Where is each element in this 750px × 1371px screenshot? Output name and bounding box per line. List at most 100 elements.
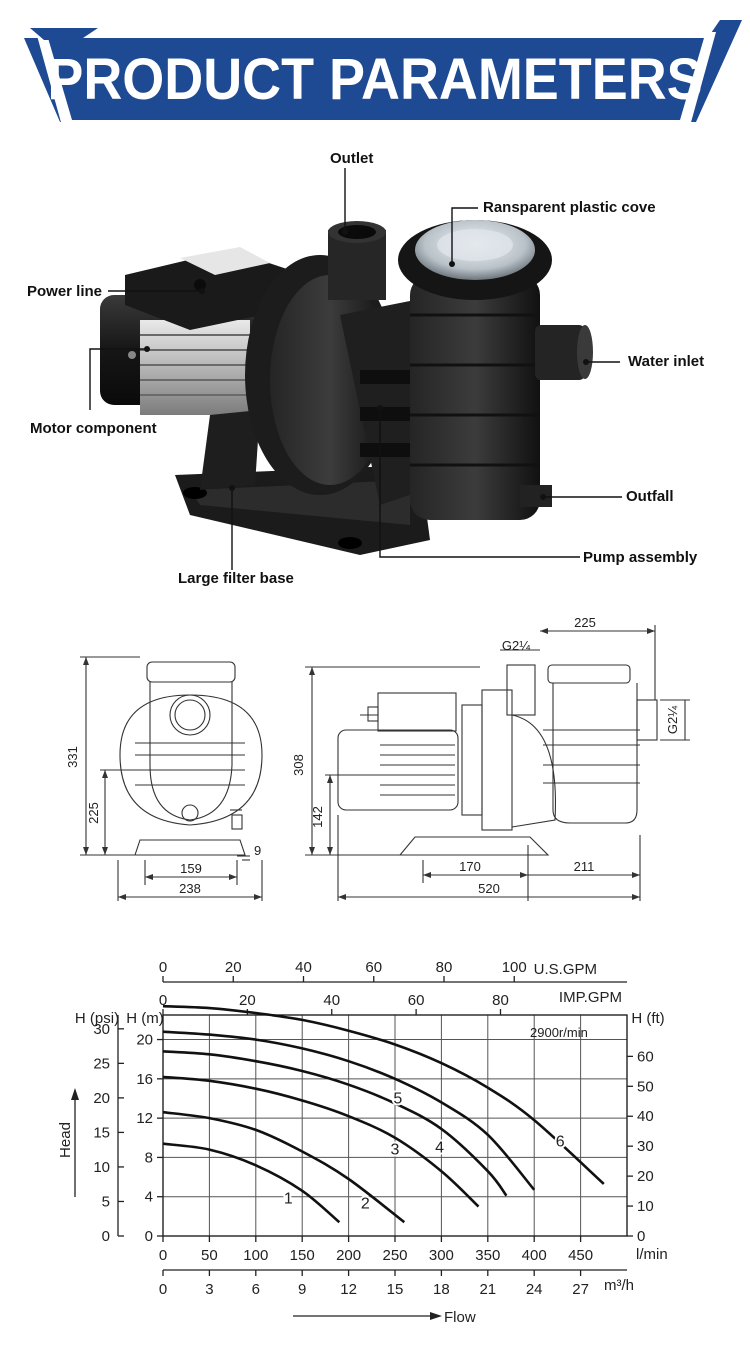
tick-label-psi: 5 xyxy=(102,1193,110,1210)
tick-label-m3h: 27 xyxy=(572,1281,589,1298)
series-label-5: 5 xyxy=(393,1091,402,1108)
tick-label-usgpm: 0 xyxy=(159,959,167,976)
pump-image xyxy=(100,220,593,555)
chart-series xyxy=(162,1004,605,1224)
series-curve-5 xyxy=(162,1030,536,1191)
speed-annotation: 2900r/min xyxy=(530,1025,588,1040)
flow-arrow-icon xyxy=(430,1312,442,1320)
tick-label-m: 4 xyxy=(145,1189,153,1206)
tick-label-m: 0 xyxy=(145,1228,153,1245)
tick-label-impgpm: 60 xyxy=(408,992,425,1009)
dim-side-thread-top: G2¼ xyxy=(502,638,530,653)
tick-label-m3h: 6 xyxy=(252,1281,260,1298)
dim-side-height: 308 xyxy=(291,754,306,776)
chart-grid xyxy=(163,1015,627,1236)
tick-label-ft: 10 xyxy=(637,1198,654,1215)
dim-side-height-axis: 142 xyxy=(310,806,325,828)
tick-label-lmin: 200 xyxy=(336,1247,361,1264)
banner-title: PRODUCT PARAMETERS xyxy=(47,47,703,112)
tick-label-m3h: 15 xyxy=(387,1281,404,1298)
y-unit-psi: H (psi) xyxy=(75,1010,119,1027)
series-label-3: 3 xyxy=(391,1142,400,1159)
tick-label-m: 20 xyxy=(136,1032,153,1049)
banner-shape xyxy=(24,20,742,126)
callout-outlet: Outlet xyxy=(330,150,374,167)
x-axis-label: Flow xyxy=(444,1309,476,1326)
tick-label-ft: 30 xyxy=(637,1138,654,1155)
series-label-4: 4 xyxy=(435,1140,444,1157)
tick-label-impgpm: 20 xyxy=(239,992,256,1009)
tick-label-lmin: 0 xyxy=(159,1247,167,1264)
tick-label-impgpm: 40 xyxy=(323,992,340,1009)
tick-label-lmin: 400 xyxy=(522,1247,547,1264)
tick-label-ft: 50 xyxy=(637,1078,654,1095)
tick-label-lmin: 50 xyxy=(201,1247,218,1264)
dimension-drawing: 331 225 159 238 9 xyxy=(0,605,750,915)
tick-label-lmin: 150 xyxy=(290,1247,315,1264)
dim-front-width-total: 238 xyxy=(179,881,201,896)
product-illustration xyxy=(0,145,750,600)
series-label-1: 1 xyxy=(284,1191,293,1208)
tick-label-usgpm: 20 xyxy=(225,959,242,976)
tick-label-m3h: 9 xyxy=(298,1281,306,1298)
series-curve-6 xyxy=(162,1004,605,1185)
tick-label-psi: 10 xyxy=(93,1159,110,1176)
tick-label-ft: 20 xyxy=(637,1168,654,1185)
callout-outfall: Outfall xyxy=(626,488,674,505)
tick-label-usgpm: 80 xyxy=(436,959,453,976)
tick-label-psi: 0 xyxy=(102,1228,110,1245)
callout-motor: Motor component xyxy=(30,420,157,437)
chart-axes xyxy=(117,976,633,1276)
tick-label-m: 12 xyxy=(136,1110,153,1127)
y-axis-label: Head xyxy=(57,1122,74,1158)
head-arrow-icon xyxy=(71,1088,79,1100)
banner: PRODUCT PARAMETERS xyxy=(0,0,750,145)
tick-label-m3h: 18 xyxy=(433,1281,450,1298)
tick-label-m3h: 12 xyxy=(340,1281,357,1298)
series-label-6: 6 xyxy=(556,1134,565,1151)
tick-label-lmin: 300 xyxy=(429,1247,454,1264)
series-curve-4 xyxy=(162,1050,508,1197)
dimension-svg: 331 225 159 238 9 xyxy=(65,615,690,901)
top-axis-usgpm-label: U.S.GPM xyxy=(534,961,597,978)
tick-label-psi: 15 xyxy=(93,1124,110,1141)
callout-cover: Ransparent plastic cove xyxy=(483,199,656,216)
dim-front-height-total: 331 xyxy=(65,746,80,768)
callout-leaders xyxy=(89,168,622,570)
dim-side-len-a: 170 xyxy=(459,859,481,874)
dim-side-len-b: 211 xyxy=(574,859,595,874)
tick-label-m: 8 xyxy=(145,1149,153,1166)
tick-label-psi: 25 xyxy=(93,1055,110,1072)
series-curve-3 xyxy=(162,1075,480,1208)
tick-label-m3h: 0 xyxy=(159,1281,167,1298)
tick-label-lmin: 450 xyxy=(568,1247,593,1264)
dim-front-height-axis: 225 xyxy=(86,802,101,824)
callout-power-line: Power line xyxy=(27,283,103,300)
tick-label-impgpm: 80 xyxy=(492,992,509,1009)
tick-label-lmin: 350 xyxy=(475,1247,500,1264)
series-curve-1 xyxy=(162,1142,341,1224)
tick-label-ft: 40 xyxy=(637,1108,654,1125)
top-axis-impgpm-label: IMP.GPM xyxy=(559,989,622,1006)
tick-label-m3h: 3 xyxy=(205,1281,213,1298)
series-labels: 1 2 3 4 5 6 xyxy=(282,1089,567,1215)
tick-label-psi: 30 xyxy=(93,1021,110,1038)
callout-water-inlet: Water inlet xyxy=(628,353,705,370)
dim-side-top-len: 225 xyxy=(574,615,596,630)
callout-pump-assembly: Pump assembly xyxy=(583,549,698,566)
tick-label-m3h: 21 xyxy=(479,1281,496,1298)
series-curve-2 xyxy=(162,1110,406,1224)
tick-label-usgpm: 40 xyxy=(295,959,312,976)
series-label-2: 2 xyxy=(361,1196,370,1213)
tick-label-usgpm: 60 xyxy=(365,959,382,976)
tick-label-ft: 0 xyxy=(637,1228,645,1245)
tick-label-psi: 20 xyxy=(93,1090,110,1107)
tick-label-usgpm: 100 xyxy=(502,959,527,976)
x-unit-m3h: m³/h xyxy=(604,1277,634,1294)
tick-label-lmin: 250 xyxy=(382,1247,407,1264)
x-unit-lmin: l/min xyxy=(636,1246,668,1263)
tick-label-ft: 60 xyxy=(637,1048,654,1065)
